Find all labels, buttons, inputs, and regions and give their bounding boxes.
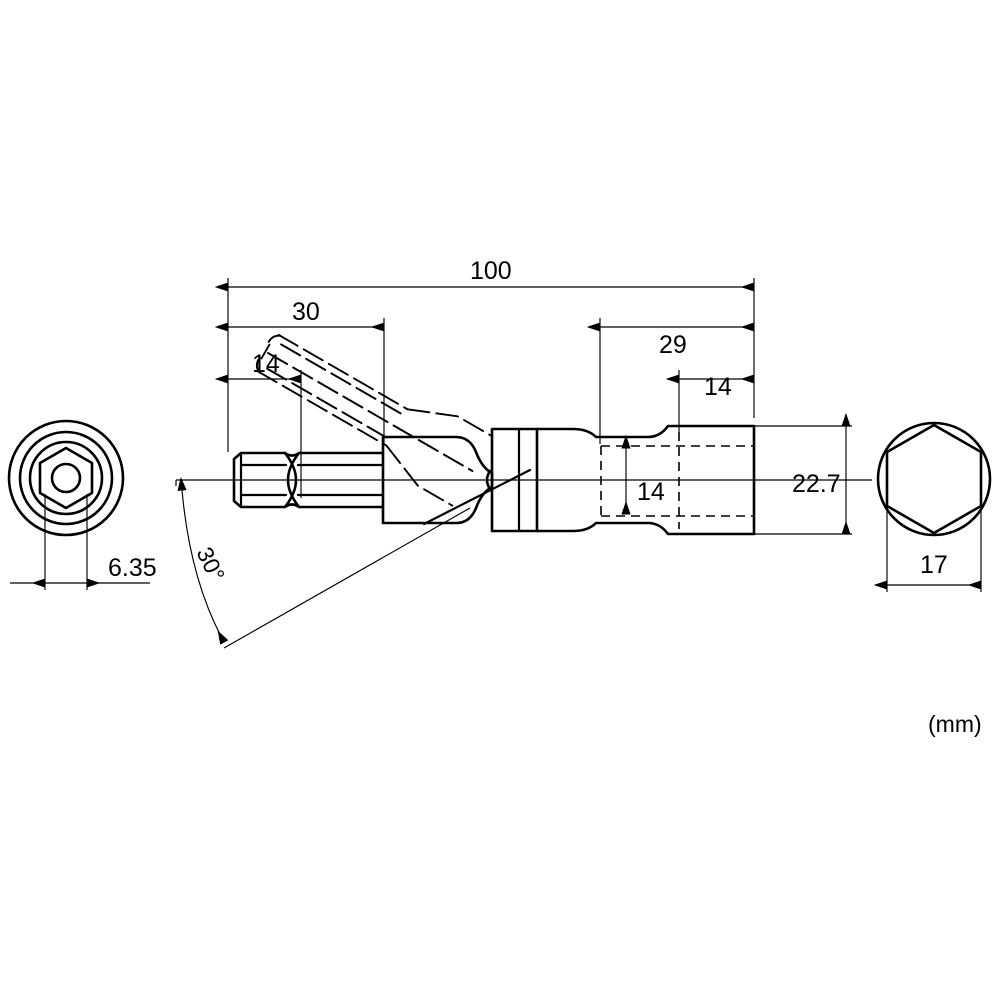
dim-label-30deg: 30° [192,543,231,586]
right-end-view: 17 [873,421,992,592]
angle-arc-30 [177,476,229,645]
hex-shank-profile [232,451,385,509]
dim-label-29: 29 [659,331,687,359]
tilt-edge-line [422,468,532,526]
dim-label-14-bore: 14 [637,478,665,506]
main-side-view: 30° 100 30 14 29 [175,257,872,649]
dim-label-14-socket: 14 [704,373,732,401]
dim-label-30: 30 [292,298,320,326]
outer-circle-profile [7,419,125,537]
angle-ray-line [223,507,471,649]
left-end-view: 6.35 [7,419,157,590]
middle-circle-profile [18,430,114,526]
dim-label-22p7: 22.7 [792,470,841,498]
socket-outer-circle [876,421,992,537]
unit-label: (mm) [928,711,982,737]
socket-hexagon-profile [885,423,983,535]
dim-label-17: 17 [920,551,948,579]
dim-label-6p35: 6.35 [108,554,157,582]
bore-circle-profile [50,462,82,494]
tilted-bit-phantom-view [255,333,494,507]
dim-label-100: 100 [470,257,512,285]
dim-label-14-shank: 14 [252,350,280,378]
angle-30-indicator: 30° [177,476,231,645]
hexagon-profile [38,446,94,510]
inner-circle-profile [28,440,104,516]
socket-bore-hidden-lines [600,432,754,529]
socket-body-profile [535,424,756,536]
